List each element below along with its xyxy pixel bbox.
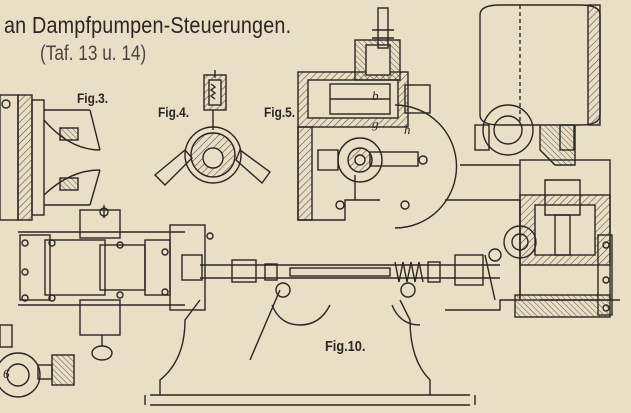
- fig4-drawing: [153, 70, 271, 186]
- plate-subtitle: (Taf. 13 u. 14): [40, 42, 147, 65]
- fig5-drawing: [297, 7, 458, 229]
- handwheel-fragment: [0, 324, 75, 398]
- fig10-pump-block: [18, 205, 214, 361]
- plate-title: an Dampfpumpen-Steuerungen.: [4, 12, 292, 38]
- fig3-label: Fig.3.: [77, 90, 109, 106]
- fig4-label: Fig.4.: [158, 104, 190, 120]
- fig5-label: Fig.5.: [264, 104, 296, 120]
- part-label-g: g: [372, 116, 379, 131]
- part-label-6: 6: [3, 366, 10, 381]
- part-label-h: h: [404, 122, 411, 137]
- fig10-bedplate: [144, 299, 476, 406]
- fig10-label: Fig.10.: [325, 338, 366, 355]
- fig10-rod-linkage: [200, 254, 500, 361]
- part-label-b: b: [372, 88, 379, 103]
- fig3-drawing: [0, 94, 101, 221]
- steam-cylinder-assembly: [445, 4, 620, 318]
